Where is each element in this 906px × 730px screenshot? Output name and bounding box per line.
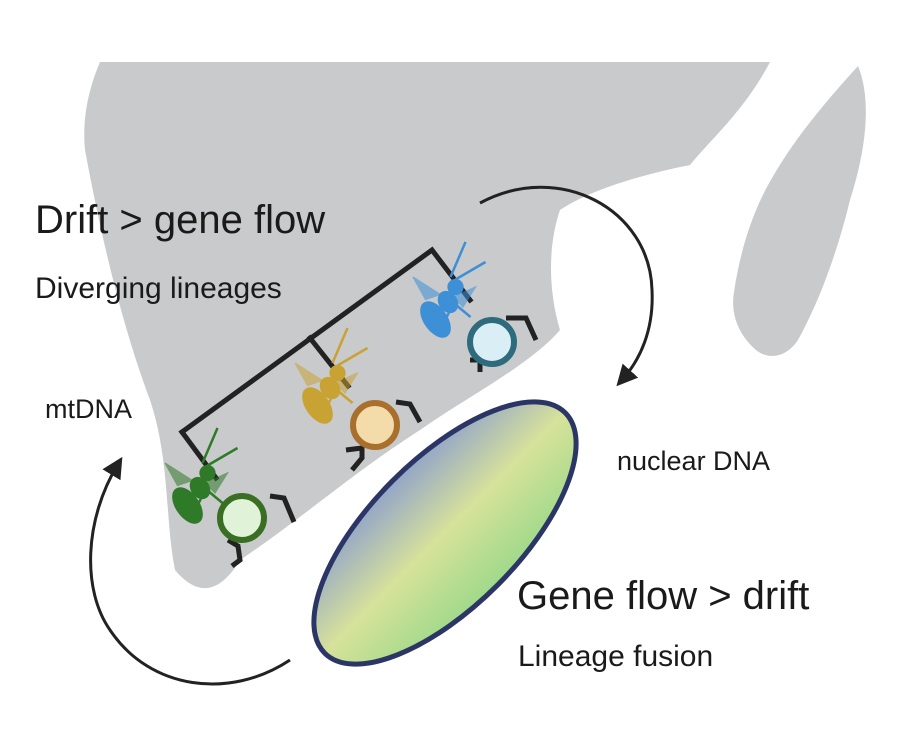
drift-over-gene-flow-title: Drift > gene flow bbox=[35, 198, 326, 242]
nuclear-marker-green bbox=[217, 493, 297, 568]
lineage-fusion-ellipse bbox=[311, 399, 579, 667]
gene-flow-over-drift-title: Gene flow > drift bbox=[517, 574, 810, 618]
mtdna-label: mtDNA bbox=[45, 394, 132, 424]
diverging-lineages-subtitle: Diverging lineages bbox=[35, 272, 282, 305]
cycle-arrow-icon-left bbox=[89, 456, 291, 686]
madagascar-landmass bbox=[733, 66, 866, 356]
nuclear-marker-blue bbox=[467, 315, 539, 372]
nuclear-marker-gold bbox=[345, 399, 423, 472]
nuclear-dna-label: nuclear DNA bbox=[617, 446, 771, 476]
cycle-arrow-icon-right bbox=[479, 185, 654, 387]
lineage-fusion-subtitle: Lineage fusion bbox=[518, 640, 714, 673]
